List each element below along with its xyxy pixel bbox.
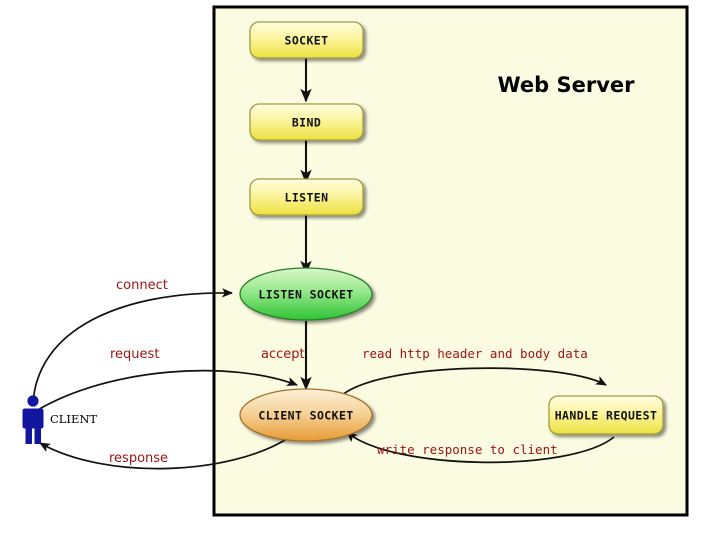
node-socket-label: SOCKET [285, 34, 329, 48]
node-listen-socket-label: LISTEN SOCKET [258, 288, 353, 302]
edge-label-connect: connect [116, 278, 168, 293]
node-client-socket-label: CLIENT SOCKET [258, 409, 353, 423]
node-socket[interactable] [249, 21, 364, 59]
node-listen[interactable] [249, 178, 364, 216]
edge-label-request: request [110, 347, 159, 362]
edge-request [35, 369, 299, 412]
client-actor-label: CLIENT [50, 412, 97, 426]
node-listen-socket[interactable] [239, 267, 373, 321]
node-handle-request[interactable] [548, 395, 664, 435]
edge-read-http [340, 367, 607, 397]
page-title: Web Server [497, 73, 635, 97]
node-client-socket[interactable] [239, 388, 373, 442]
edge-label-write-response: write response to client [377, 442, 558, 457]
edge-connect [32, 288, 234, 406]
edge-label-read-http: read http header and body data [362, 346, 588, 361]
node-bind[interactable] [249, 103, 364, 141]
edge-write-response [346, 431, 615, 464]
edge-response [39, 436, 291, 470]
edge-label-response: response [109, 451, 168, 466]
node-handle-request-label: HANDLE REQUEST [555, 409, 658, 423]
edge-label-accept: accept [261, 347, 305, 362]
node-listen-label: LISTEN [285, 191, 329, 205]
node-bind-label: BIND [292, 116, 321, 130]
client-actor-icon[interactable] [22, 395, 44, 444]
